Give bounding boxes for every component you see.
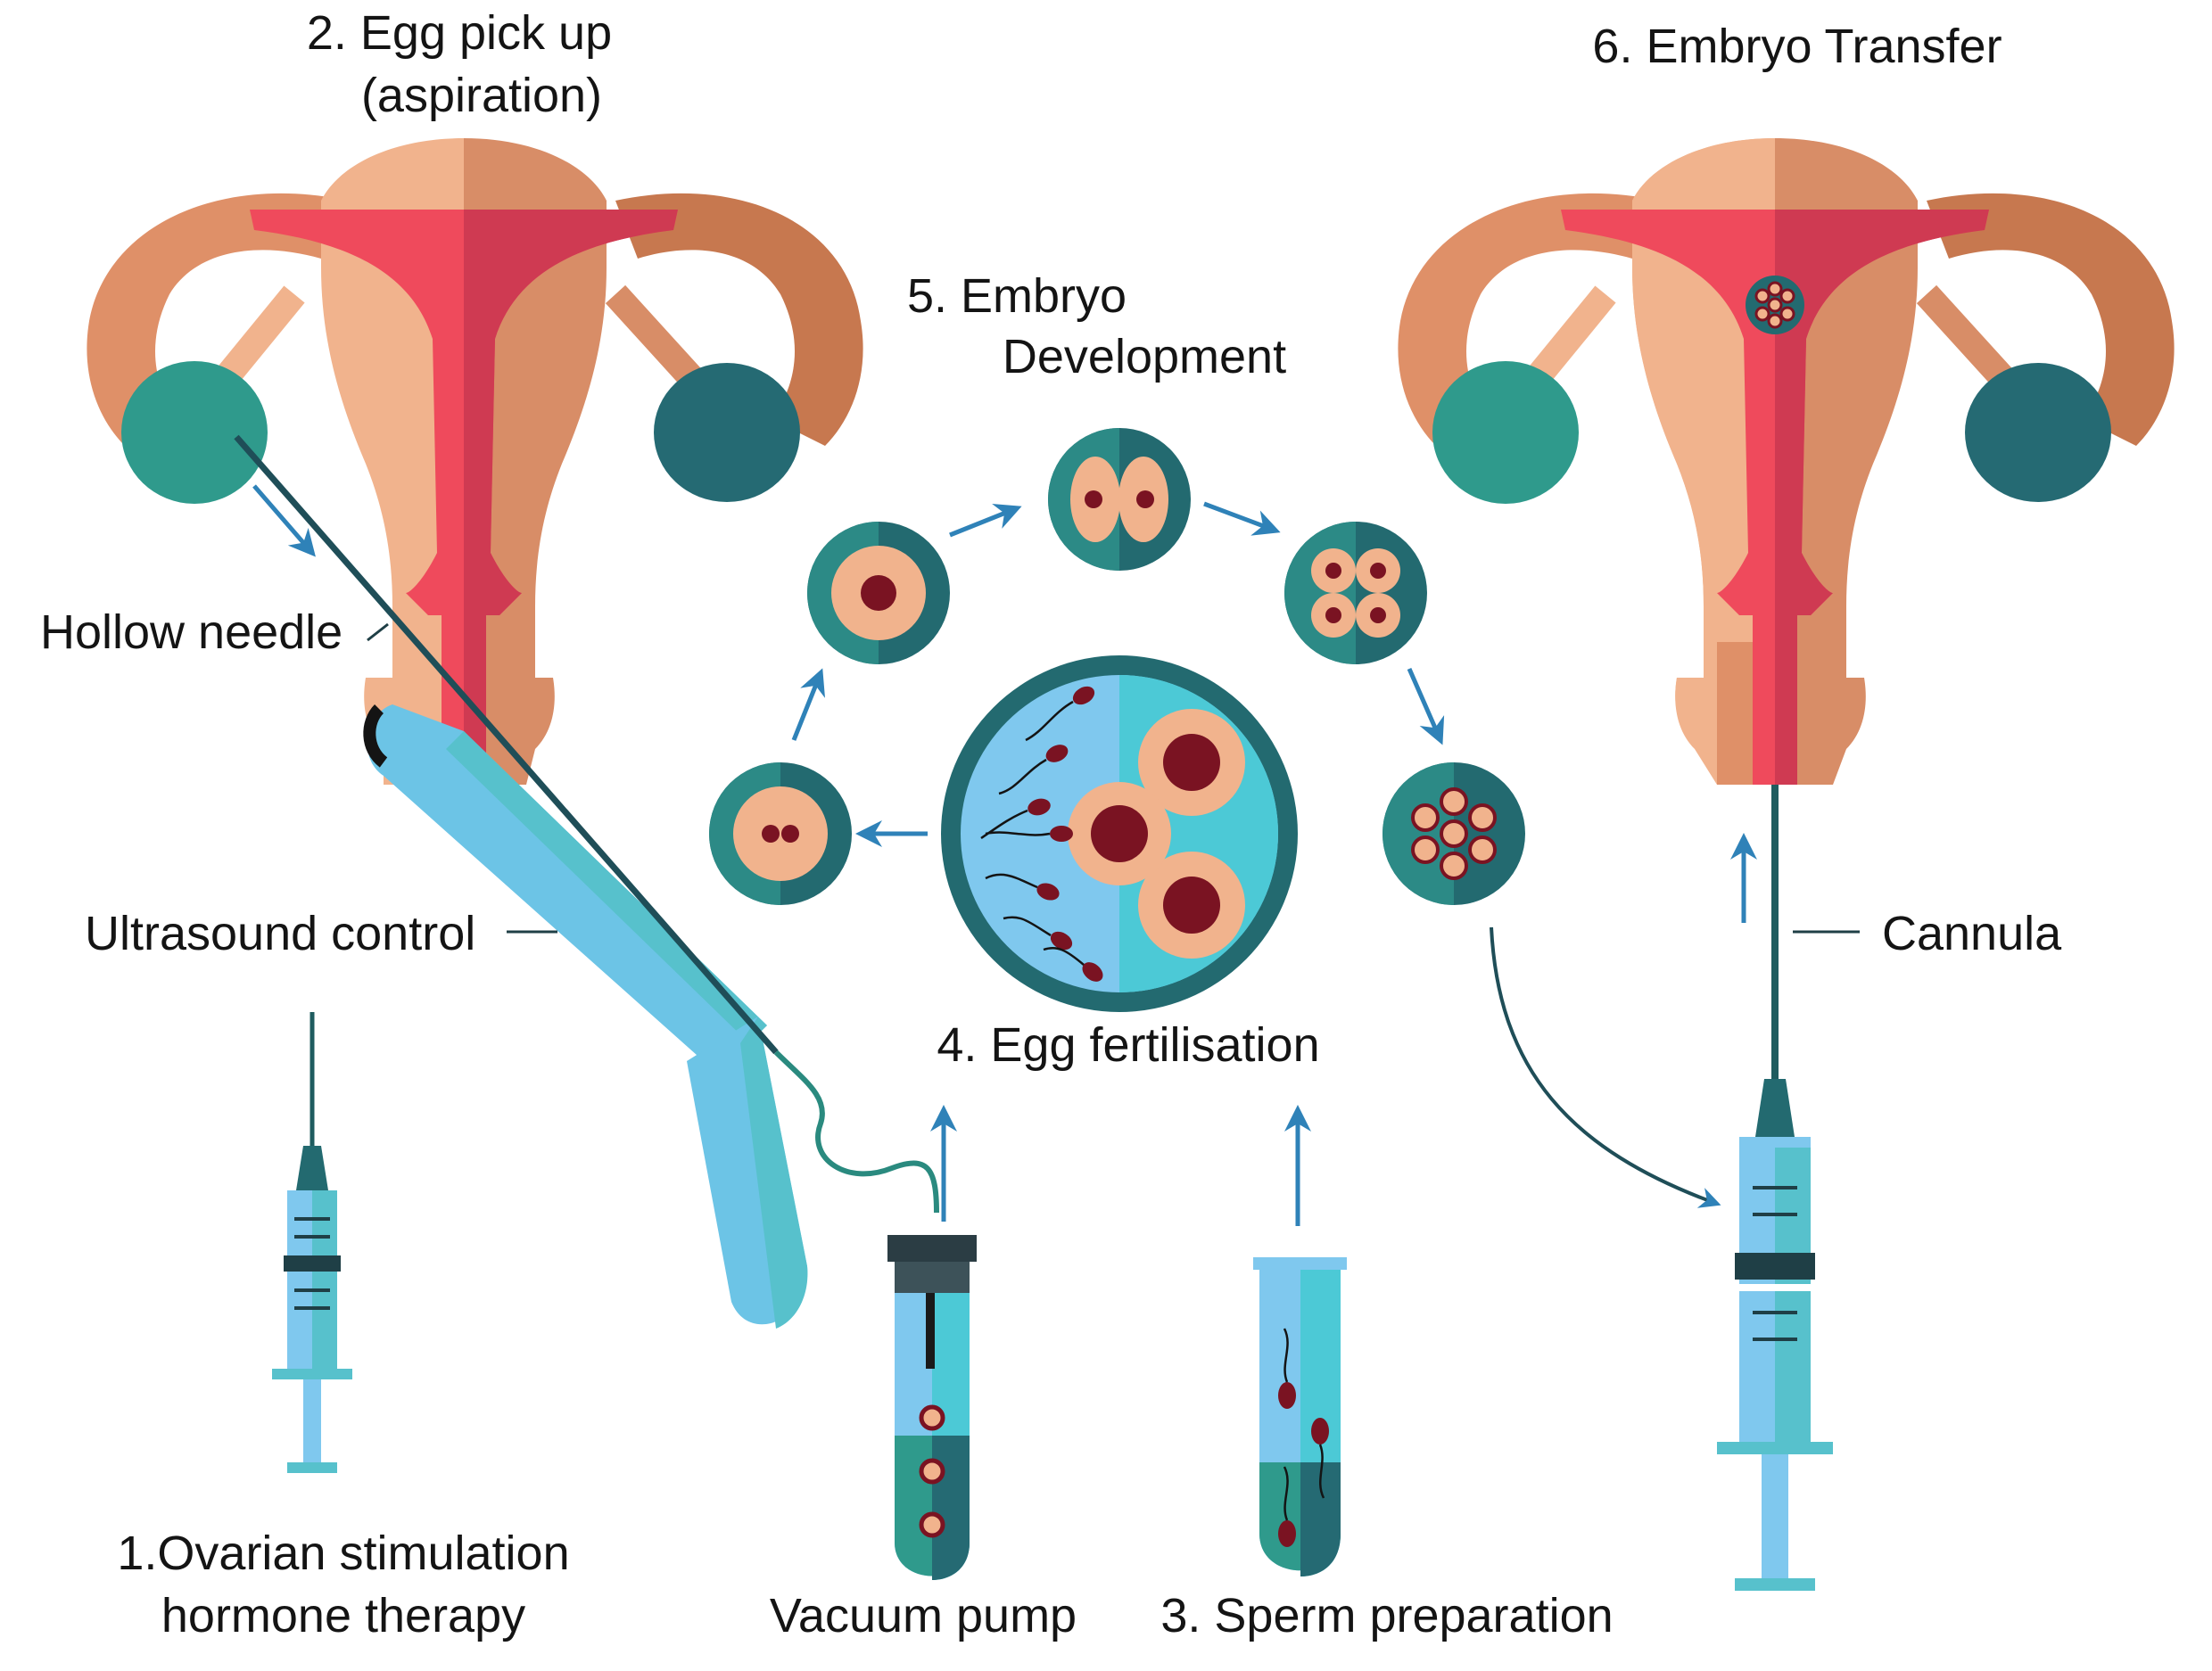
embryo-stage-single-cell xyxy=(807,522,950,664)
aspiration-arrow xyxy=(252,484,316,557)
ovary-left-b xyxy=(1432,361,1579,504)
transfer-syringe xyxy=(1717,1079,1833,1591)
embryo-stage-two-cell xyxy=(1048,428,1191,571)
fallopian-tube-right-b xyxy=(1927,193,2175,446)
embryo-stage-four-cell xyxy=(1284,522,1427,664)
implanted-embryo xyxy=(1746,276,1804,334)
uterus-left xyxy=(87,138,863,785)
fallopian-tube-right-a xyxy=(615,193,863,446)
label-egg-pickup-line2: (aspiration) xyxy=(361,69,602,122)
uterus-right xyxy=(1398,138,2175,785)
label-ovarian-line2: hormone therapy xyxy=(161,1589,525,1642)
hollow-needle xyxy=(234,434,779,1055)
label-vacuum-pump: Vacuum pump xyxy=(770,1589,1077,1642)
label-embryo-dev-line1: 5. Embryo xyxy=(907,269,1127,323)
vacuum-pump-tube xyxy=(887,1235,977,1580)
label-sperm-prep: 3. Sperm preparation xyxy=(1160,1589,1613,1642)
label-embryo-dev-line2: Development xyxy=(1003,330,1286,383)
hollow-needle-leader xyxy=(367,622,389,642)
dev-arrow-3 xyxy=(949,503,1022,538)
embryo-stage-morula xyxy=(1382,762,1525,905)
hormone-syringe xyxy=(272,1012,352,1473)
dev-arrow-4 xyxy=(1203,501,1281,536)
label-egg-fertilisation: 4. Egg fertilisation xyxy=(937,1018,1319,1072)
needle-tubing xyxy=(773,1050,939,1214)
embryo-stage-zygote xyxy=(709,762,852,905)
label-cannula: Cannula xyxy=(1882,907,2062,960)
fertilisation-circle xyxy=(941,655,1298,1012)
ultrasound-probe xyxy=(363,704,808,1329)
ovary-right-a xyxy=(654,363,800,502)
ovary-right-b xyxy=(1965,363,2111,502)
label-egg-pickup-line1: 2. Egg pick up xyxy=(307,6,612,60)
label-ultrasound-control: Ultrasound control xyxy=(85,907,475,960)
dev-arrow-2 xyxy=(791,668,826,741)
label-embryo-transfer: 6. Embryo Transfer xyxy=(1592,20,2002,73)
dev-arrow-5 xyxy=(1407,667,1445,745)
transfer-curve-arrow xyxy=(1490,926,1721,1208)
label-hollow-needle: Hollow needle xyxy=(40,605,343,659)
sperm-preparation-tube xyxy=(1253,1257,1347,1576)
label-ovarian-line1: 1.Ovarian stimulation xyxy=(117,1527,569,1580)
ovary-left-a xyxy=(121,361,268,504)
